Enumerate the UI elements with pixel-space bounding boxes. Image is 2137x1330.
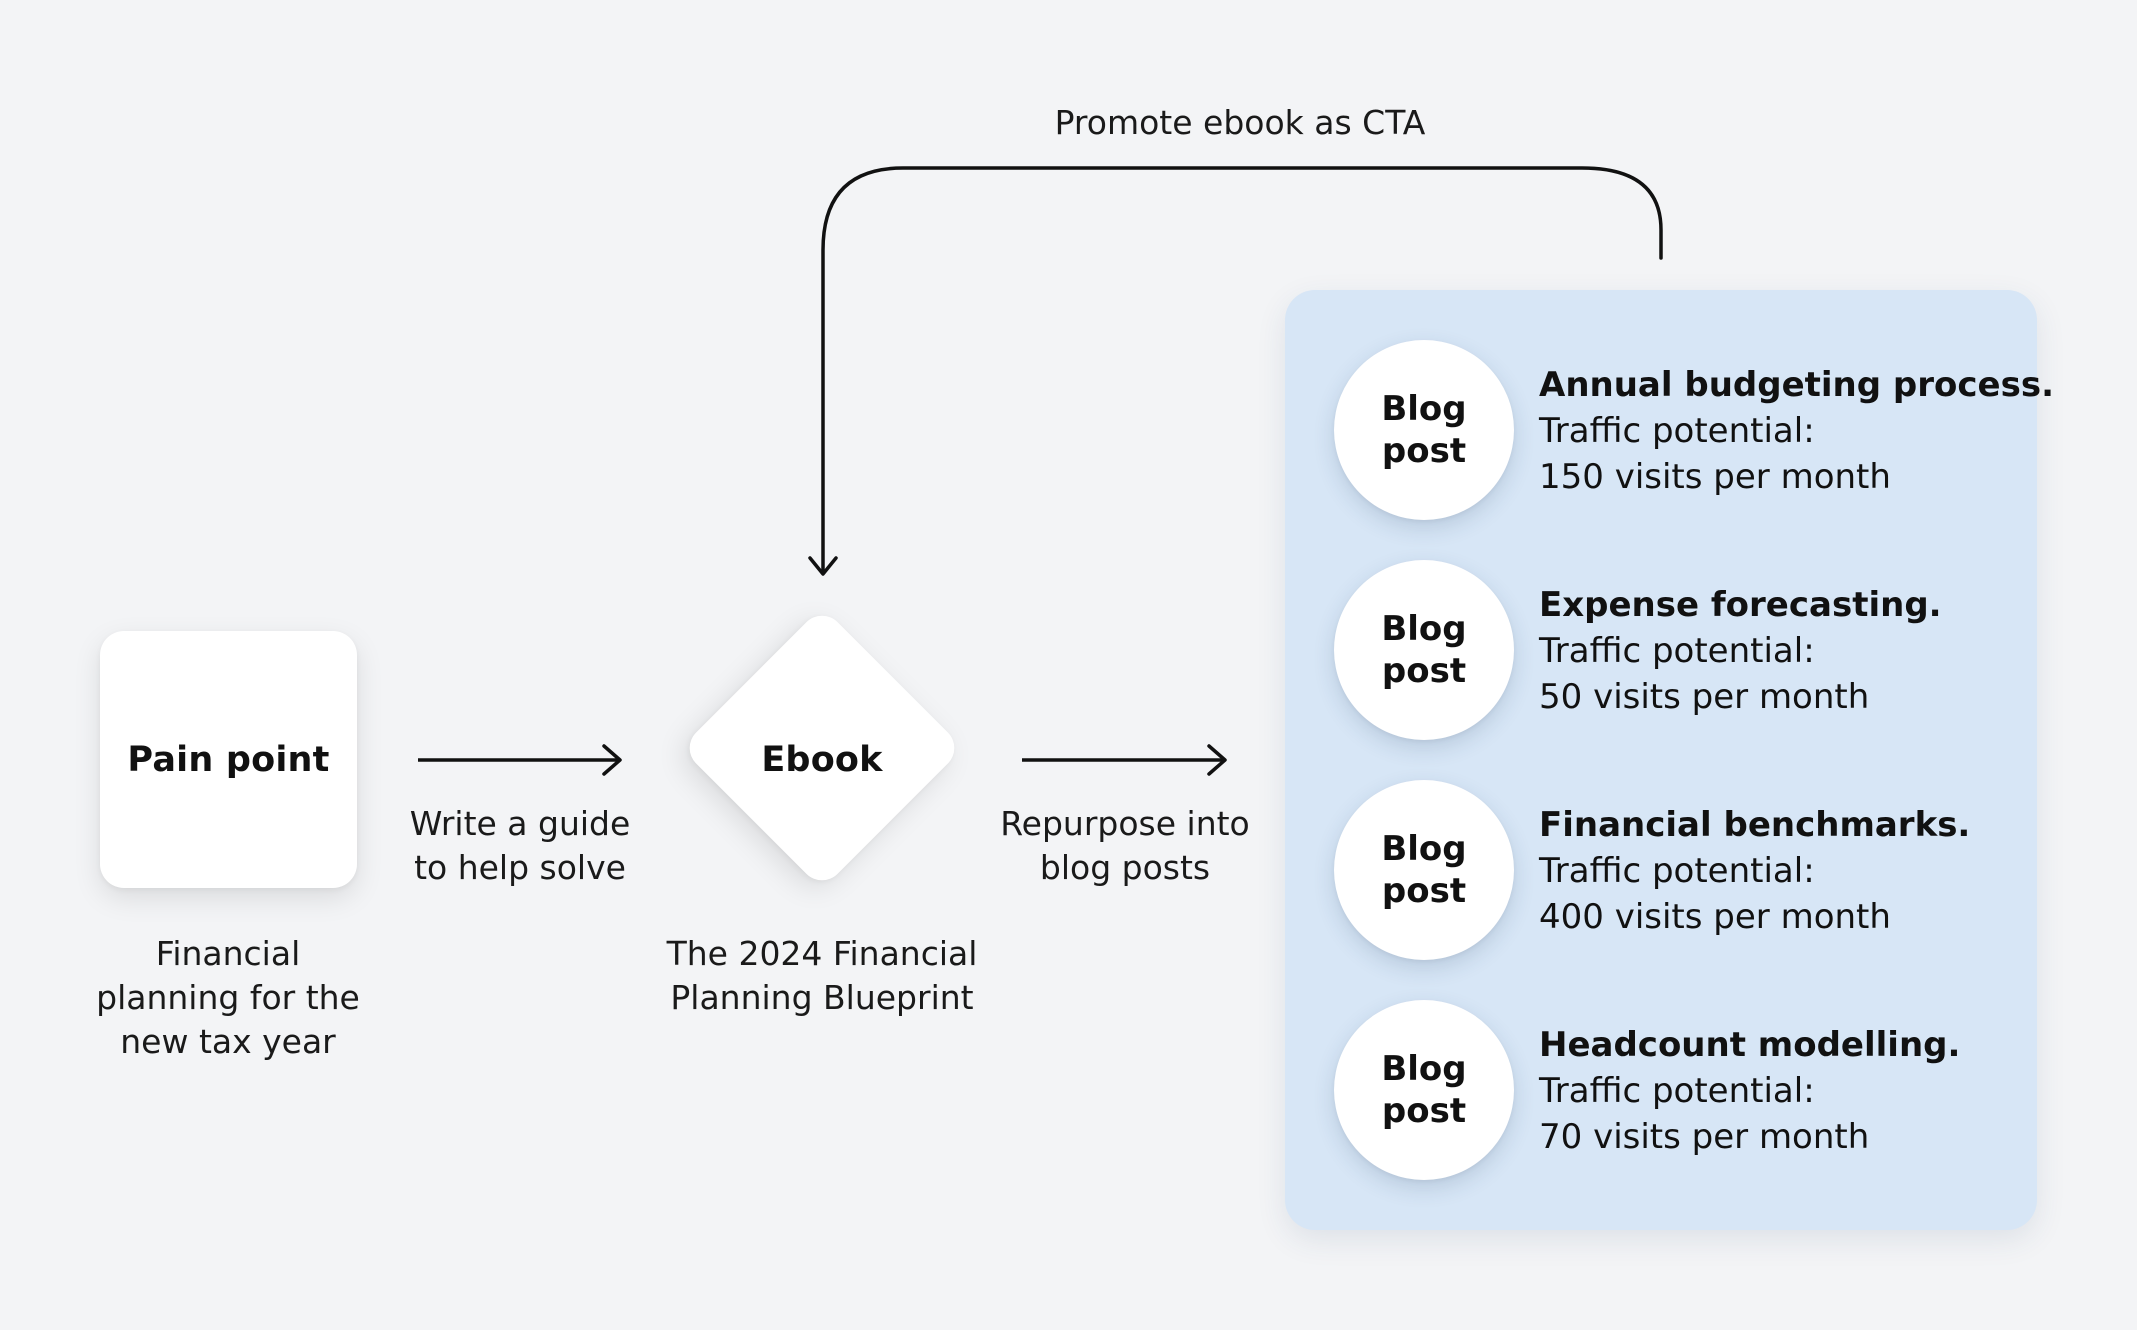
step-repurpose-line: blog posts — [1039, 848, 1211, 887]
blog-post-traffic-value: 50 visits per month — [1539, 677, 1870, 717]
blog-post-item: Blog post Expense forecasting. Traffic p… — [1334, 560, 2034, 750]
blog-post-circle-text: Blog — [1381, 1049, 1467, 1089]
ebook-caption-line: The 2024 Financial — [666, 934, 978, 973]
feedback-label: Promote ebook as CTA — [1054, 103, 1426, 142]
pain-point-caption-line: planning for the — [96, 978, 360, 1017]
blog-post-title: Financial benchmarks. — [1539, 805, 1971, 845]
pain-point-label: Pain point — [127, 739, 330, 780]
pain-point-caption-line: Financial — [155, 934, 301, 973]
blog-post-circle: Blog post — [1334, 1000, 1514, 1180]
blog-post-circle-text: post — [1381, 871, 1467, 911]
blog-post-traffic-label: Traffic potential: — [1539, 1071, 1815, 1111]
step-repurpose-line: Repurpose into — [1000, 804, 1250, 843]
blog-post-circle-text: Blog — [1381, 609, 1467, 649]
blog-post-item: Blog post Financial benchmarks. Traffic … — [1334, 780, 2034, 970]
ebook-caption: The 2024 Financial Planning Blueprint — [652, 932, 992, 1020]
blog-post-circle: Blog post — [1334, 340, 1514, 520]
step-guide-label: Write a guide to help solve — [395, 802, 645, 890]
ebook-caption-line: Planning Blueprint — [670, 978, 974, 1017]
blog-post-traffic-value: 70 visits per month — [1539, 1117, 1870, 1157]
step-guide-line: to help solve — [414, 848, 626, 887]
blog-post-traffic-label: Traffic potential: — [1539, 411, 1815, 451]
arrow-blogs-to-ebook — [808, 166, 1663, 576]
pain-point-node: Pain point — [100, 631, 357, 888]
blog-post-circle-text: post — [1381, 1091, 1467, 1131]
ebook-label: Ebook — [761, 740, 883, 780]
blog-post-traffic-value: 400 visits per month — [1539, 897, 1891, 937]
blog-post-details: Headcount modelling. Traffic potential: … — [1539, 1022, 2039, 1160]
blog-post-circle-text: post — [1381, 431, 1467, 471]
blog-post-title: Annual budgeting process. — [1539, 365, 2054, 405]
pain-point-caption: Financial planning for the new tax year — [78, 932, 378, 1064]
arrow-ebook-to-blogs — [1022, 744, 1227, 776]
blog-post-traffic-value: 150 visits per month — [1539, 457, 1891, 497]
step-repurpose-label: Repurpose into blog posts — [990, 802, 1260, 890]
blog-post-title: Expense forecasting. — [1539, 585, 1942, 625]
ebook-label-wrap: Ebook — [722, 730, 922, 790]
pain-point-caption-line: new tax year — [120, 1022, 336, 1061]
arrow-pain-to-ebook — [418, 744, 622, 776]
blog-post-circle-text: Blog — [1381, 389, 1467, 429]
blog-post-item: Blog post Annual budgeting process. Traf… — [1334, 340, 2054, 530]
step-guide-line: Write a guide — [409, 804, 631, 843]
blog-post-circle-text: post — [1381, 651, 1467, 691]
blog-post-circle-text: Blog — [1381, 829, 1467, 869]
blog-post-details: Financial benchmarks. Traffic potential:… — [1539, 802, 2039, 940]
blog-post-traffic-label: Traffic potential: — [1539, 851, 1815, 891]
blog-post-item: Blog post Headcount modelling. Traffic p… — [1334, 1000, 2034, 1190]
blog-post-traffic-label: Traffic potential: — [1539, 631, 1815, 671]
blog-post-circle: Blog post — [1334, 780, 1514, 960]
blog-post-details: Expense forecasting. Traffic potential: … — [1539, 582, 2039, 720]
blog-post-circle: Blog post — [1334, 560, 1514, 740]
blog-post-title: Headcount modelling. — [1539, 1025, 1961, 1065]
blog-post-details: Annual budgeting process. Traffic potent… — [1539, 362, 2054, 500]
